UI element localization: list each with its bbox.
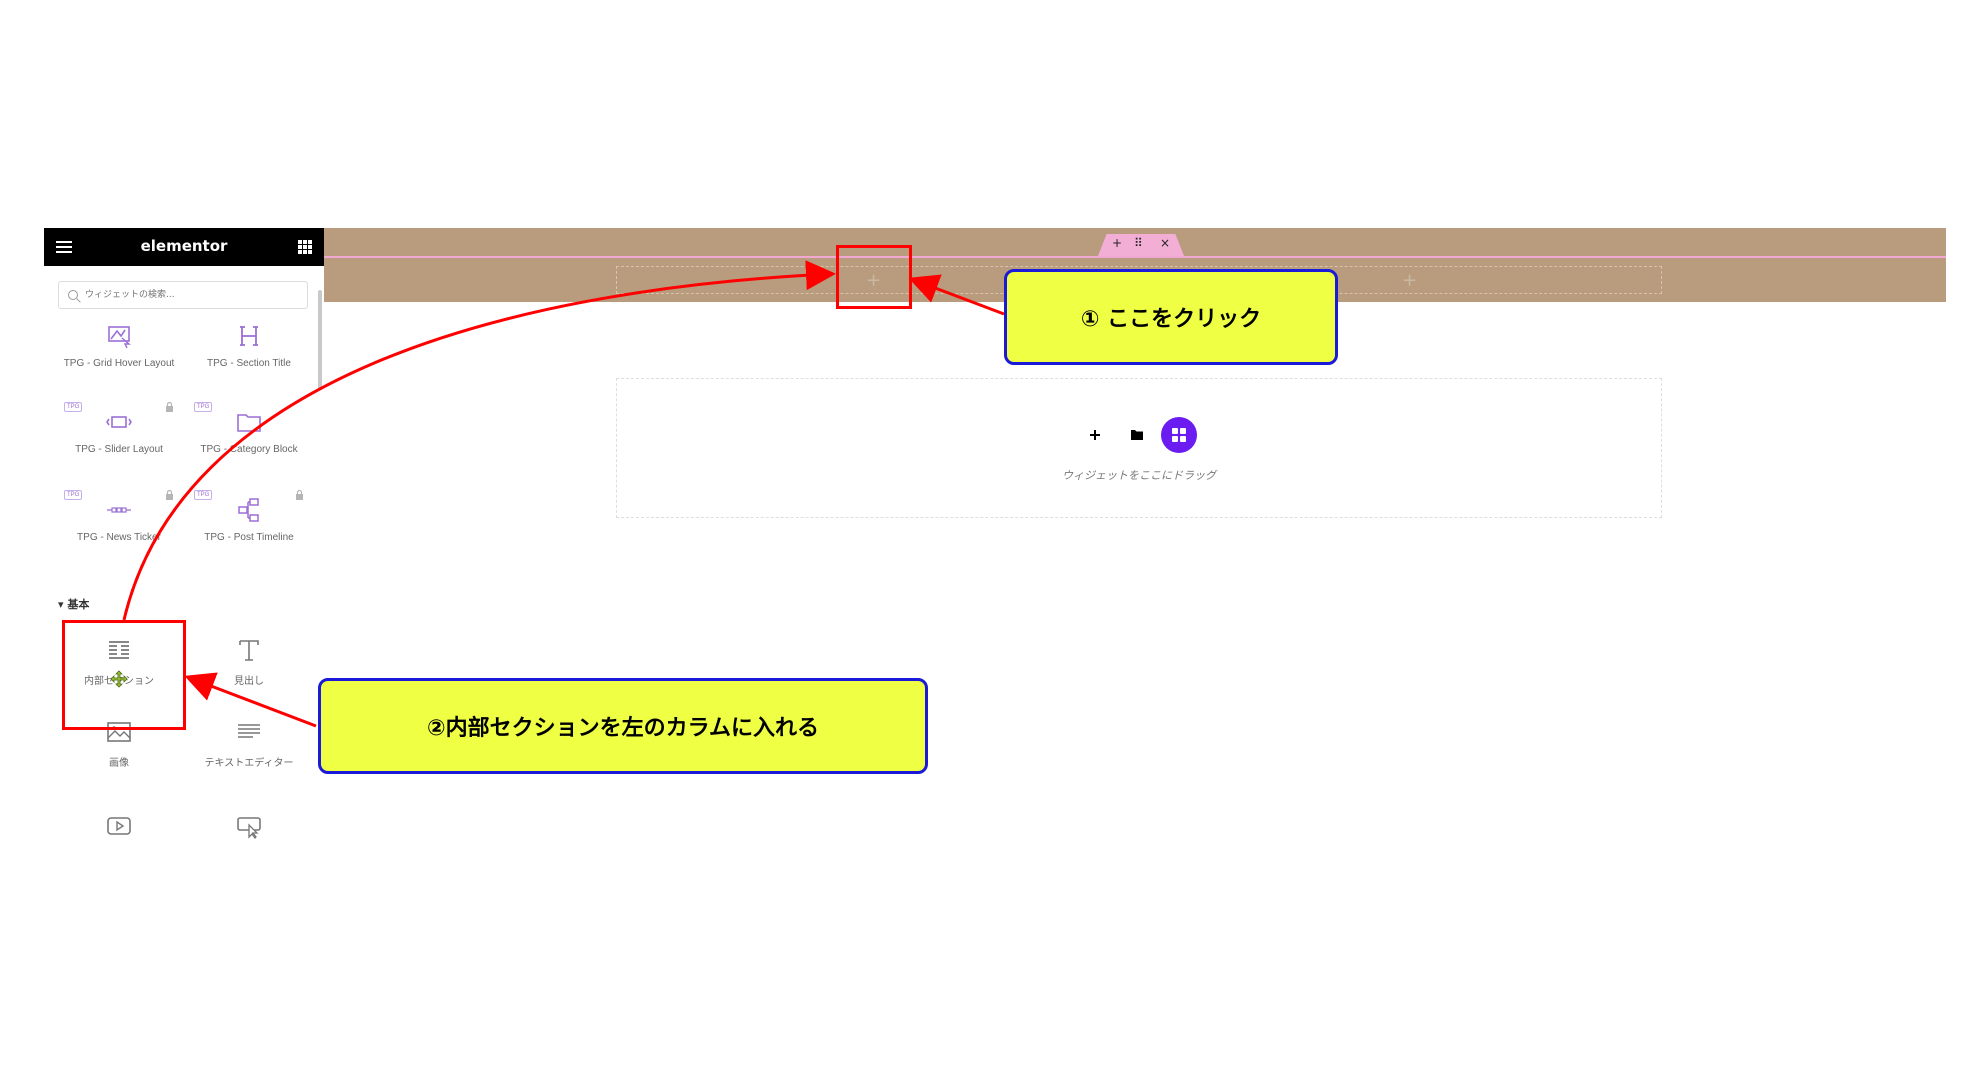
- add-new-section-button[interactable]: [1077, 417, 1113, 453]
- add-template-button[interactable]: [1119, 417, 1155, 453]
- callout-step-2: ②内部セクションを左のカラムに入れる: [318, 678, 928, 774]
- text-editor-icon: [238, 724, 260, 738]
- widget-label: TPG - Post Timeline: [204, 532, 294, 543]
- folder-icon: [1131, 430, 1143, 440]
- widget-tpg-section-title[interactable]: TPG - Section Title: [188, 310, 310, 390]
- widget-button[interactable]: [188, 800, 310, 856]
- heading-t-icon: [239, 640, 259, 661]
- widget-label: TPG - Slider Layout: [75, 444, 163, 455]
- add-section-button[interactable]: +: [1112, 236, 1123, 250]
- video-play-icon: [107, 817, 131, 835]
- grid-icon: [1172, 428, 1186, 442]
- move-section-icon[interactable]: ⠿: [1134, 236, 1143, 250]
- template-kit-button[interactable]: [1161, 417, 1197, 453]
- timeline-icon: [238, 498, 259, 522]
- button-click-icon: [237, 817, 261, 839]
- widget-label: TPG - News Ticker: [77, 532, 161, 543]
- search-icon: [68, 290, 78, 300]
- inner-section-icon: [109, 641, 129, 659]
- tpg-badge: TPG: [64, 402, 83, 412]
- widget-tpg-slider-layout[interactable]: TPG TPG - Slider Layout: [58, 396, 180, 476]
- lock-icon: [166, 402, 173, 412]
- section-outline: [324, 256, 1946, 258]
- lock-icon: [166, 490, 173, 500]
- caret-down-icon: ▾: [58, 598, 68, 611]
- widget-label: 画像: [109, 758, 129, 769]
- slider-layout-icon: [106, 416, 132, 428]
- widget-label: テキストエディター: [204, 758, 294, 769]
- widget-label: 見出し: [234, 676, 264, 687]
- tpg-badge: TPG: [64, 490, 83, 500]
- left-column-add-button[interactable]: +: [866, 270, 882, 291]
- callout-step-1: ① ここをクリック: [1004, 269, 1338, 365]
- panel-scrollbar[interactable]: [318, 290, 322, 390]
- widget-video[interactable]: [58, 800, 180, 856]
- news-ticker-icon: [107, 507, 131, 513]
- widget-text-editor[interactable]: テキストエディター: [188, 714, 310, 794]
- widget-search-input[interactable]: [85, 286, 295, 304]
- drop-zone-hint: ウィジェットをここにドラッグ: [1062, 469, 1216, 482]
- section-title-icon: [240, 326, 258, 346]
- widgets-grid-icon[interactable]: [298, 240, 312, 254]
- category-label: 基本: [67, 598, 90, 611]
- elementor-panel-header: elementor: [44, 228, 324, 266]
- basic-category-heading[interactable]: ▾ 基本: [58, 596, 89, 612]
- highlight-box-column-plus: [836, 245, 912, 309]
- widget-label: TPG - Grid Hover Layout: [63, 358, 175, 369]
- widget-drop-zone[interactable]: ウィジェットをここにドラッグ: [616, 378, 1662, 518]
- hamburger-menu-icon[interactable]: [56, 241, 72, 253]
- tpg-badge: TPG: [194, 490, 213, 500]
- highlight-box-inner-section: [62, 620, 186, 730]
- elementor-logo: elementor: [140, 237, 228, 255]
- right-column-add-button[interactable]: +: [1402, 270, 1418, 291]
- widget-search-box[interactable]: [58, 281, 308, 309]
- widget-tpg-grid-hover-layout[interactable]: TPG - Grid Hover Layout: [58, 310, 180, 390]
- section-handle[interactable]: + ⠿ ×: [1098, 234, 1184, 256]
- folder-icon: [237, 414, 261, 432]
- tpg-badge: TPG: [194, 402, 213, 412]
- drag-cursor-icon: [110, 670, 128, 688]
- widget-label: TPG - Category Block: [200, 444, 298, 455]
- widget-heading[interactable]: 見出し: [188, 624, 310, 704]
- grid-hover-icon: [108, 326, 131, 349]
- widget-inner-section[interactable]: 内部セクション: [58, 624, 180, 704]
- widget-label: TPG - Section Title: [207, 358, 291, 369]
- delete-section-button[interactable]: ×: [1160, 236, 1171, 250]
- plus-icon: [1090, 430, 1100, 440]
- widget-tpg-news-ticker[interactable]: TPG TPG - News Ticker: [58, 484, 180, 564]
- lock-icon: [296, 490, 303, 500]
- widget-tpg-post-timeline[interactable]: TPG TPG - Post Timeline: [188, 484, 310, 564]
- widget-tpg-category-block[interactable]: TPG TPG - Category Block: [188, 396, 310, 476]
